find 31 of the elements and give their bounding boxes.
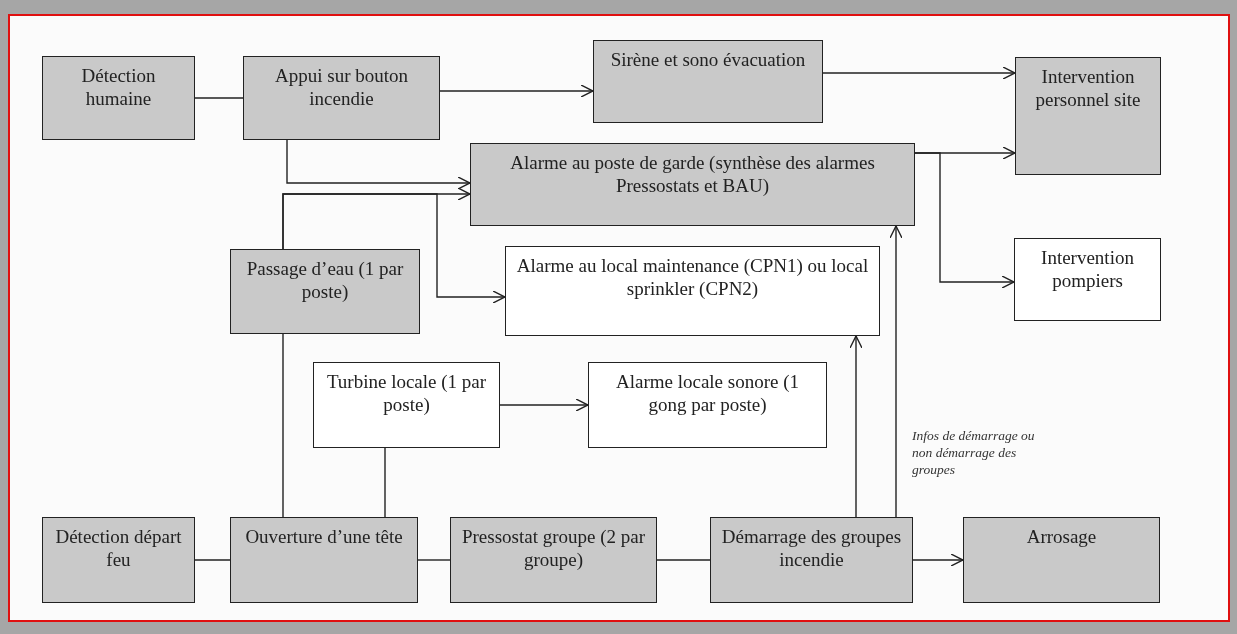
arrow [439, 84, 594, 98]
connector-line [417, 559, 451, 561]
arrow [286, 139, 471, 190]
connector-line [282, 333, 284, 518]
arrow [282, 193, 506, 304]
arrow [914, 152, 1015, 289]
process-box: Ouverture d’une tête [230, 517, 418, 603]
note-text: Infos de démarrage ou non démarrage des groupes [912, 428, 1036, 479]
connector-line [194, 97, 244, 99]
arrow [912, 553, 964, 567]
process-box: Passage d’eau (1 par poste) [230, 249, 420, 334]
connector-line [194, 559, 231, 561]
process-box: Sirène et sono évacuation [593, 40, 823, 123]
process-box: Détection humaine [42, 56, 195, 140]
process-box: Intervention personnel site [1015, 57, 1161, 175]
process-box: Démarrage des groupes incendie [710, 517, 913, 603]
process-box: Turbine locale (1 par poste) [313, 362, 500, 448]
arrow [889, 225, 903, 518]
arrow [849, 335, 863, 518]
process-box: Alarme au local maintenance (CPN1) ou local sprinkler (CPN2) [505, 246, 880, 336]
process-box: Pressostat groupe (2 par groupe) [450, 517, 657, 603]
process-box: Appui sur bouton incendie [243, 56, 440, 140]
arrow [822, 66, 1016, 80]
process-box: Alarme au poste de garde (synthèse des alarmes Pressostats et BAU) [470, 143, 915, 226]
process-box: Arrosage [963, 517, 1160, 603]
connector-line [656, 559, 711, 561]
process-box: Détection départ feu [42, 517, 195, 603]
process-box: Alarme locale sonore (1 gong par poste) [588, 362, 827, 448]
connector-line [384, 447, 386, 518]
process-box: Intervention pompiers [1014, 238, 1161, 321]
arrow [499, 398, 589, 412]
